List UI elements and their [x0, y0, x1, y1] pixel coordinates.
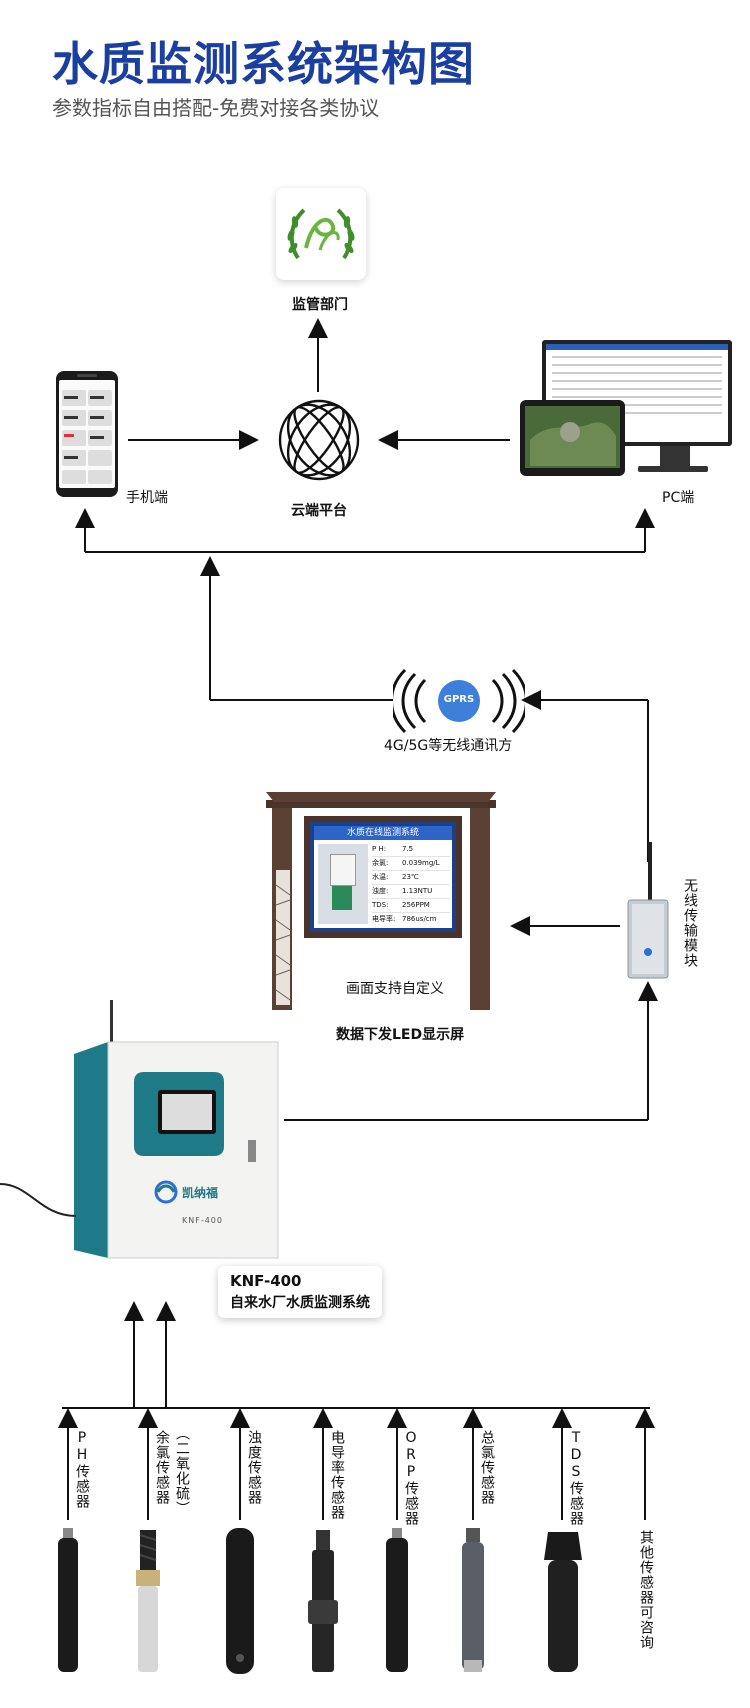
wireless-comm-label: 4G/5G等无线通讯方 [384, 738, 513, 754]
sensor-label-ph: PH传感器 [74, 1430, 90, 1509]
led-reading-row: 电导率:786us/cm [372, 915, 437, 923]
laurel-logo-icon [287, 208, 355, 260]
supervisor-logo [276, 188, 366, 280]
device-name: 自来水厂水质监测系统 [230, 1295, 370, 1311]
pc-image [520, 340, 735, 480]
led-reading-row: 水温:23℃ [372, 871, 450, 885]
probe-turbidity [226, 1528, 254, 1674]
led-caption: 画面支持自定义 [346, 981, 444, 997]
globe-icon [278, 399, 360, 481]
sensor-label-orp: ORP传感器 [403, 1430, 419, 1526]
sensor-label-total-chlorine: 总氯传感器 [479, 1430, 495, 1505]
monitoring-cabinet: 凯纳福 KNF-400 [64, 1000, 286, 1270]
led-reading-row: P H:7.5 [372, 843, 450, 857]
cabinet-cable [0, 1180, 80, 1220]
mobile-phone-image [55, 370, 119, 498]
brand-swirl-icon [154, 1180, 178, 1204]
cabinet-model-plate: KNF-400 [182, 1216, 223, 1225]
probe-total-chlorine [462, 1528, 484, 1672]
led-screen-title: 水质在线监测系统 [314, 826, 452, 840]
sensor-note-chlorine: （二氧化硫） [174, 1426, 190, 1516]
probe-tds [544, 1532, 582, 1672]
led-reading-row: 余氯:0.039mg/L [372, 857, 450, 871]
page-title: 水质监测系统架构图 [52, 37, 475, 91]
supervisor-label: 监管部门 [292, 297, 348, 313]
probe-chlorine [136, 1530, 160, 1672]
cloud-label: 云端平台 [291, 503, 347, 519]
cloud-platform-node [277, 398, 361, 482]
device-caption: KNF-400 自来水厂水质监测系统 [218, 1266, 382, 1318]
sensor-label-tds: TDS传感器 [568, 1430, 584, 1526]
probe-conductivity [308, 1530, 338, 1672]
led-readings: P H:7.5 余氯:0.039mg/L 水温:23℃ 浊度:1.13NTU T… [372, 843, 450, 926]
cabinet-brand: 凯纳福 [182, 1186, 219, 1200]
led-screen-photo [318, 844, 368, 924]
led-title: 数据下发LED显示屏 [336, 1027, 465, 1043]
led-display-board: 水质在线监测系统 P H:7.5 余氯:0.039mg/L 水温:23℃ 浊度:… [266, 790, 496, 1010]
wireless-module-label: 无线传输模块 [682, 878, 698, 968]
sensor-label-chlorine: 余氯传感器 [154, 1430, 170, 1505]
pc-label: PC端 [662, 490, 695, 506]
other-sensors-label: 其他传感器可咨询 [638, 1530, 654, 1650]
wireless-module-image [624, 842, 672, 980]
led-reading-row: 浊度:1.13NTU [372, 885, 450, 899]
sensor-label-turbidity: 浊度传感器 [246, 1430, 262, 1505]
mobile-label: 手机端 [126, 490, 168, 506]
gprs-badge: GPRS [443, 694, 475, 705]
page-subtitle: 参数指标自由搭配-免费对接各类协议 [52, 96, 380, 120]
device-model: KNF-400 [230, 1272, 302, 1290]
probe-orp [386, 1528, 408, 1672]
sensor-label-conductivity: 电导率传感器 [329, 1430, 345, 1520]
probe-ph [58, 1528, 78, 1672]
led-reading-row: TDS:256PPM [372, 899, 450, 913]
